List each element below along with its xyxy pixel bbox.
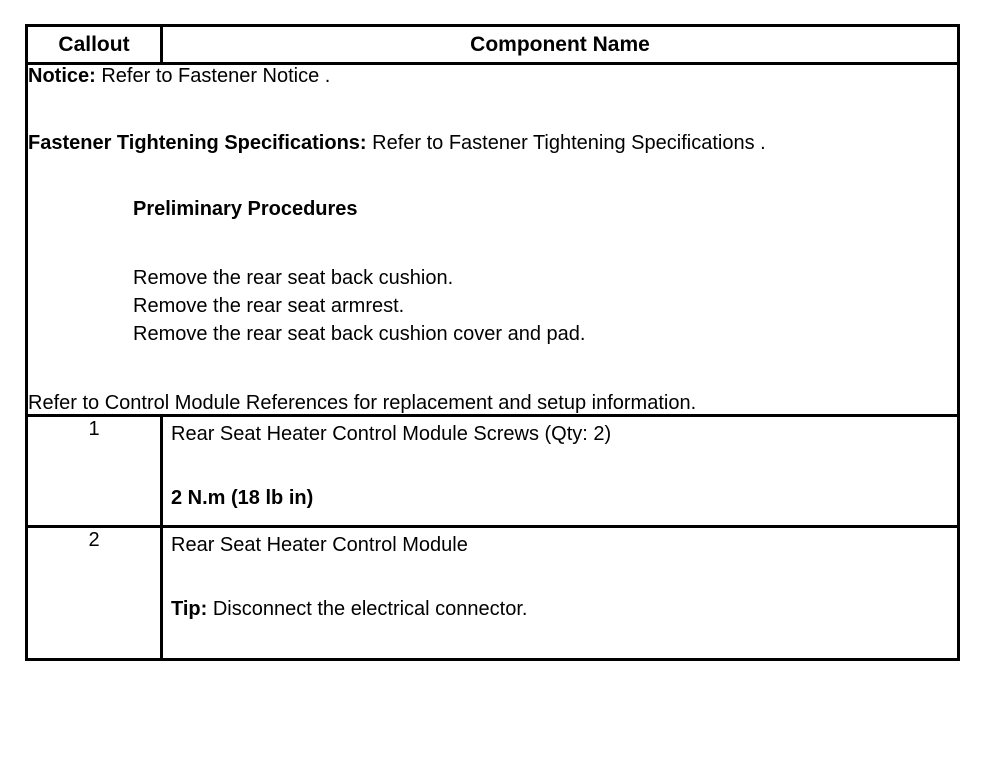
fastener-spec-text: Refer to Fastener Tightening Specificati… bbox=[366, 132, 766, 154]
fastener-spec-line: Fastener Tightening Specifications: Refe… bbox=[28, 132, 957, 154]
table-header-row: Callout Component Name bbox=[25, 24, 960, 65]
table-notes-row: Notice: Refer to Fastener Notice . Faste… bbox=[25, 62, 960, 417]
tip-text: Disconnect the electrical connector. bbox=[207, 598, 528, 620]
notes-cell: Notice: Refer to Fastener Notice . Faste… bbox=[25, 62, 960, 417]
table-row: 1 Rear Seat Heater Control Module Screws… bbox=[25, 414, 960, 528]
spacer bbox=[171, 447, 951, 485]
table-row: 2 Rear Seat Heater Control Module Tip: D… bbox=[25, 525, 960, 661]
component-name-1: Rear Seat Heater Control Module Screws (… bbox=[171, 423, 612, 445]
list-item: Remove the rear seat back cushion. bbox=[133, 267, 454, 289]
preliminary-steps-list: Remove the rear seat back cushion. Remov… bbox=[28, 264, 957, 348]
fastener-spec-label: Fastener Tightening Specifications: bbox=[28, 132, 367, 154]
notice-label: Notice: bbox=[28, 65, 96, 87]
component-cell-1: Rear Seat Heater Control Module Screws (… bbox=[160, 414, 960, 528]
column-header-callout: Callout bbox=[25, 24, 163, 65]
callout-component-table: Callout Component Name Notice: Refer to … bbox=[25, 24, 960, 661]
callout-number-2: 2 bbox=[25, 525, 163, 661]
tip-label: Tip: bbox=[171, 598, 208, 620]
list-item: Remove the rear seat back cushion cover … bbox=[133, 323, 586, 345]
list-item: Remove the rear seat armrest. bbox=[133, 295, 405, 317]
callout-number-1: 1 bbox=[25, 414, 163, 528]
component-name-2: Rear Seat Heater Control Module bbox=[171, 534, 468, 556]
tip-line-2: Tip: Disconnect the electrical connector… bbox=[171, 596, 951, 622]
control-module-reference-line: Refer to Control Module References for r… bbox=[28, 392, 697, 414]
component-cell-2: Rear Seat Heater Control Module Tip: Dis… bbox=[160, 525, 960, 661]
spacer bbox=[171, 558, 951, 596]
notice-line: Notice: Refer to Fastener Notice . bbox=[28, 65, 957, 87]
torque-spec-1: 2 N.m (18 lb in) bbox=[171, 487, 314, 509]
preliminary-procedures-heading: Preliminary Procedures bbox=[133, 198, 358, 220]
column-header-component-name: Component Name bbox=[160, 24, 960, 65]
notice-text: Refer to Fastener Notice . bbox=[95, 65, 331, 87]
